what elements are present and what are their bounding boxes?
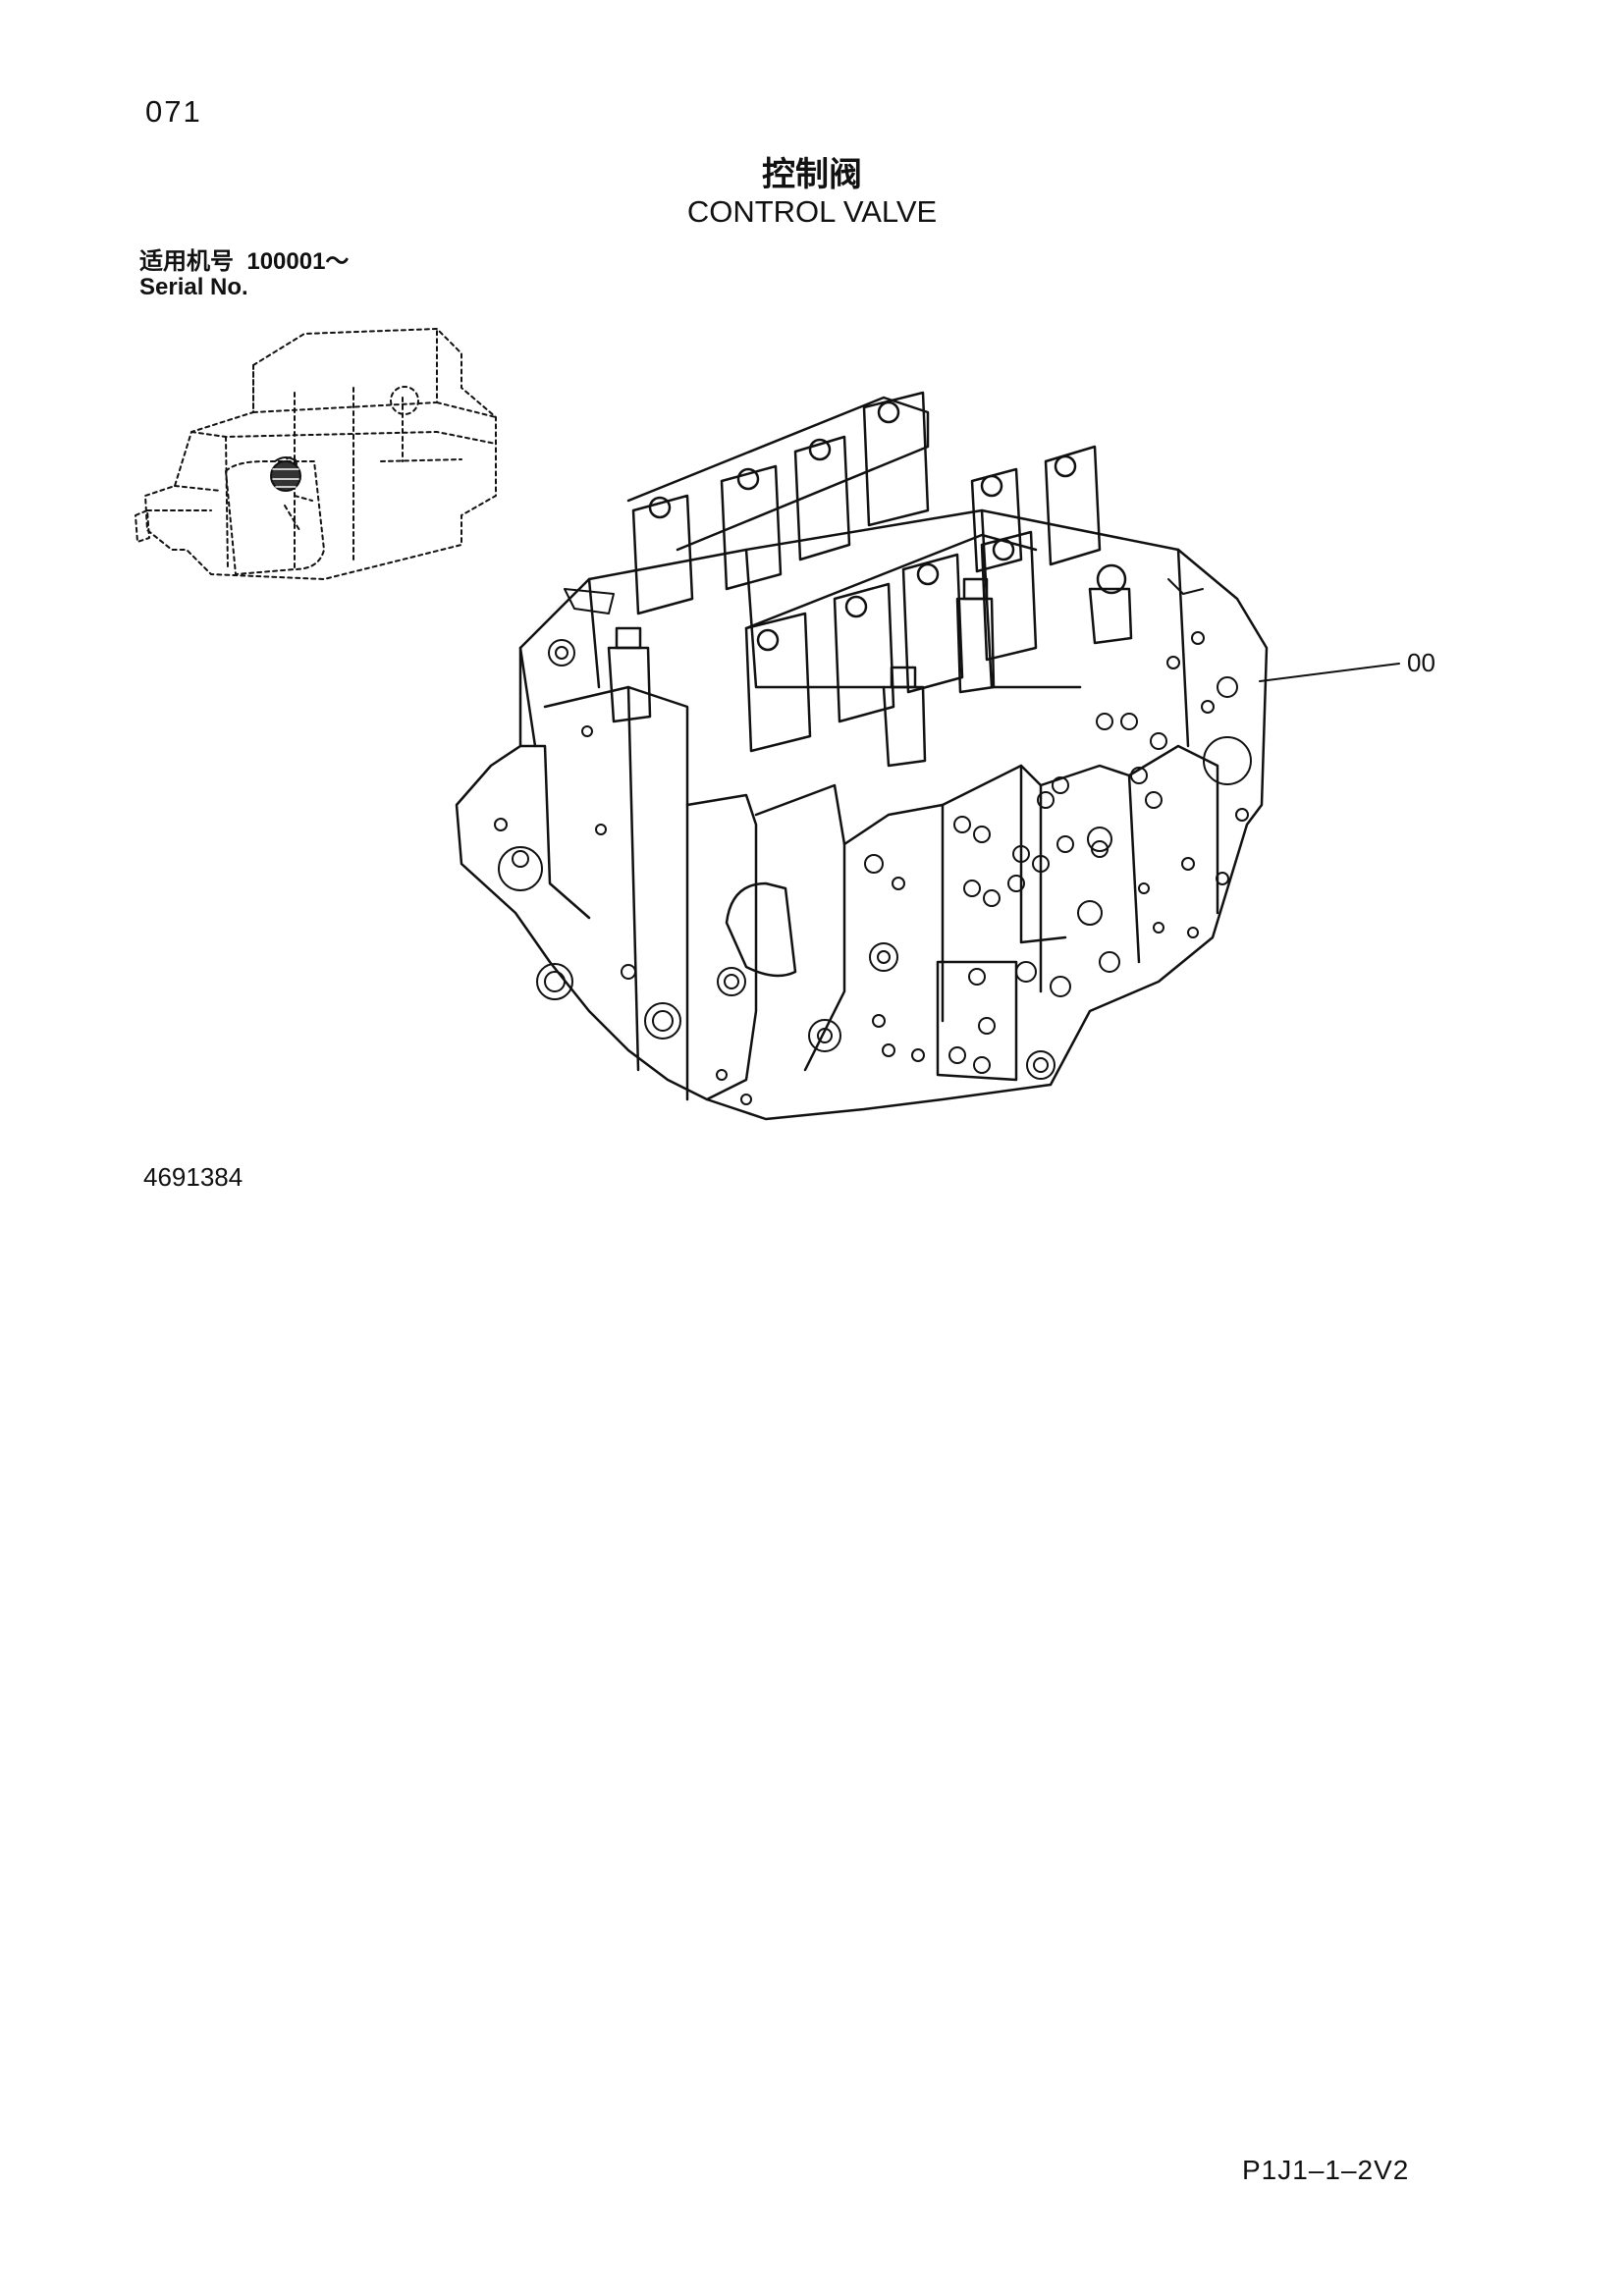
bolts-and-ports	[494, 578, 1252, 1105]
machine-location-inset	[135, 328, 497, 580]
relief-valves	[607, 563, 1133, 768]
page-title-chinese: 控制阀	[762, 155, 862, 194]
page-title-english: CONTROL VALVE	[686, 194, 938, 229]
callout-leader-line	[1259, 663, 1400, 682]
back-spool-caps	[626, 391, 1102, 615]
serial-range: 100001～	[246, 248, 350, 275]
page-number: 071	[145, 94, 202, 129]
serial-label-chinese: 适用机号	[139, 247, 234, 275]
serial-number-block: 适用机号 100001～ Serial No.	[139, 248, 349, 300]
valve-highlight-icon	[270, 456, 301, 492]
control-valve-drawing	[455, 391, 1400, 1121]
front-spool-caps	[744, 530, 1038, 753]
serial-label-english: Serial No.	[139, 274, 248, 300]
part-number: 4691384	[143, 1162, 244, 1192]
footer-reference-code: P1J1–1–2V2	[1242, 2155, 1410, 2185]
callout-label: 00	[1407, 648, 1435, 677]
serial-line-chinese: 适用机号 100001～	[139, 248, 349, 275]
